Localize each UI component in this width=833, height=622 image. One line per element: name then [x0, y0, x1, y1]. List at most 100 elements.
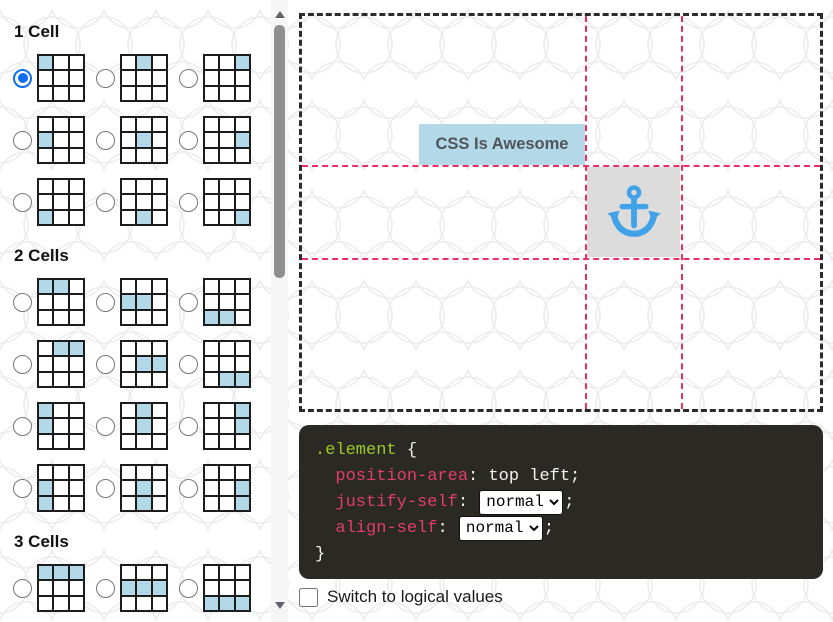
grid-cell	[205, 310, 219, 324]
radio-button[interactable]	[96, 578, 115, 598]
cell-grid-thumbnail	[37, 464, 85, 512]
grid-cell	[152, 466, 166, 480]
position-area-option[interactable]	[179, 464, 251, 512]
radio-button[interactable]	[13, 192, 32, 212]
justify-self-select[interactable]: normal	[479, 489, 564, 515]
option-row	[13, 564, 262, 612]
grid-cell	[137, 357, 151, 371]
radio-button[interactable]	[179, 130, 198, 150]
position-area-option[interactable]	[179, 116, 251, 164]
radio-button[interactable]	[96, 354, 115, 374]
position-area-option[interactable]	[96, 278, 168, 326]
grid-cell	[39, 56, 53, 70]
position-area-option[interactable]	[96, 564, 168, 612]
logical-values-toggle[interactable]: Switch to logical values	[299, 587, 503, 607]
grid-cell	[39, 280, 53, 294]
radio-button[interactable]	[179, 292, 198, 312]
code-plain	[315, 467, 335, 486]
grid-cell	[39, 404, 53, 418]
css-code-block: .element { position-area: top left; just…	[299, 425, 823, 579]
position-area-option[interactable]	[96, 116, 168, 164]
radio-button[interactable]	[13, 578, 32, 598]
code-plain: top left;	[488, 466, 581, 486]
grid-line-vertical-2	[681, 16, 683, 409]
position-area-option[interactable]	[13, 116, 85, 164]
position-area-option[interactable]	[179, 278, 251, 326]
position-area-option[interactable]	[13, 340, 85, 388]
grid-cell	[235, 295, 249, 309]
grid-cell	[152, 566, 166, 580]
grid-cell	[220, 133, 234, 147]
logical-values-checkbox[interactable]	[299, 587, 318, 607]
position-area-option[interactable]	[96, 54, 168, 102]
radio-button[interactable]	[179, 478, 198, 498]
grid-cell	[235, 566, 249, 580]
radio-button[interactable]	[13, 478, 32, 498]
radio-button[interactable]	[179, 68, 198, 88]
grid-cell	[54, 180, 68, 194]
radio-button[interactable]	[13, 292, 32, 312]
radio-button[interactable]	[13, 416, 32, 436]
grid-cell	[39, 419, 53, 433]
grid-cell	[69, 118, 83, 132]
cell-grid-thumbnail	[120, 564, 168, 612]
cell-grid-thumbnail	[37, 178, 85, 226]
triangle-up-icon[interactable]	[274, 11, 285, 18]
radio-button[interactable]	[13, 68, 32, 88]
grid-cell	[205, 357, 219, 371]
grid-cell	[54, 434, 68, 448]
position-area-option[interactable]	[96, 178, 168, 226]
sidebar-scrollbar[interactable]	[271, 0, 288, 622]
grid-cell	[69, 404, 83, 418]
position-area-option[interactable]	[13, 278, 85, 326]
position-area-option[interactable]	[179, 54, 251, 102]
position-area-option[interactable]	[13, 178, 85, 226]
radio-button[interactable]	[13, 130, 32, 150]
radio-button[interactable]	[96, 292, 115, 312]
grid-cell	[205, 71, 219, 85]
position-area-option[interactable]	[96, 402, 168, 450]
radio-button[interactable]	[179, 416, 198, 436]
grid-cell	[235, 404, 249, 418]
grid-cell	[220, 118, 234, 132]
scrollbar-thumb[interactable]	[274, 25, 285, 278]
position-area-option[interactable]	[13, 564, 85, 612]
position-area-option[interactable]	[179, 402, 251, 450]
align-self-select[interactable]: normal	[458, 515, 543, 541]
radio-button[interactable]	[179, 578, 198, 598]
position-area-option[interactable]	[96, 340, 168, 388]
radio-button[interactable]	[96, 130, 115, 150]
grid-cell	[220, 372, 234, 386]
radio-button[interactable]	[179, 354, 198, 374]
radio-button[interactable]	[96, 478, 115, 498]
section-heading: 1 Cell	[14, 22, 60, 41]
position-area-option[interactable]	[179, 340, 251, 388]
position-area-option[interactable]	[13, 54, 85, 102]
triangle-down-icon[interactable]	[274, 602, 285, 609]
grid-cell	[122, 195, 136, 209]
grid-cell	[205, 434, 219, 448]
radio-button[interactable]	[96, 192, 115, 212]
grid-cell	[235, 180, 249, 194]
grid-cell	[54, 310, 68, 324]
position-area-option[interactable]	[96, 464, 168, 512]
grid-cell	[235, 342, 249, 356]
radio-button[interactable]	[96, 416, 115, 436]
positioned-element: CSS Is Awesome	[419, 124, 585, 165]
grid-cell	[235, 581, 249, 595]
grid-cell	[137, 419, 151, 433]
grid-cell	[69, 481, 83, 495]
grid-cell	[39, 496, 53, 510]
radio-button[interactable]	[96, 68, 115, 88]
cell-grid-thumbnail	[203, 340, 251, 388]
cell-grid-thumbnail	[203, 464, 251, 512]
radio-button[interactable]	[179, 192, 198, 212]
position-area-option[interactable]	[179, 564, 251, 612]
radio-button[interactable]	[13, 354, 32, 374]
grid-cell	[152, 180, 166, 194]
grid-cell	[152, 118, 166, 132]
position-area-option[interactable]	[179, 178, 251, 226]
position-area-option[interactable]	[13, 464, 85, 512]
grid-line-vertical-1	[585, 16, 587, 409]
position-area-option[interactable]	[13, 402, 85, 450]
